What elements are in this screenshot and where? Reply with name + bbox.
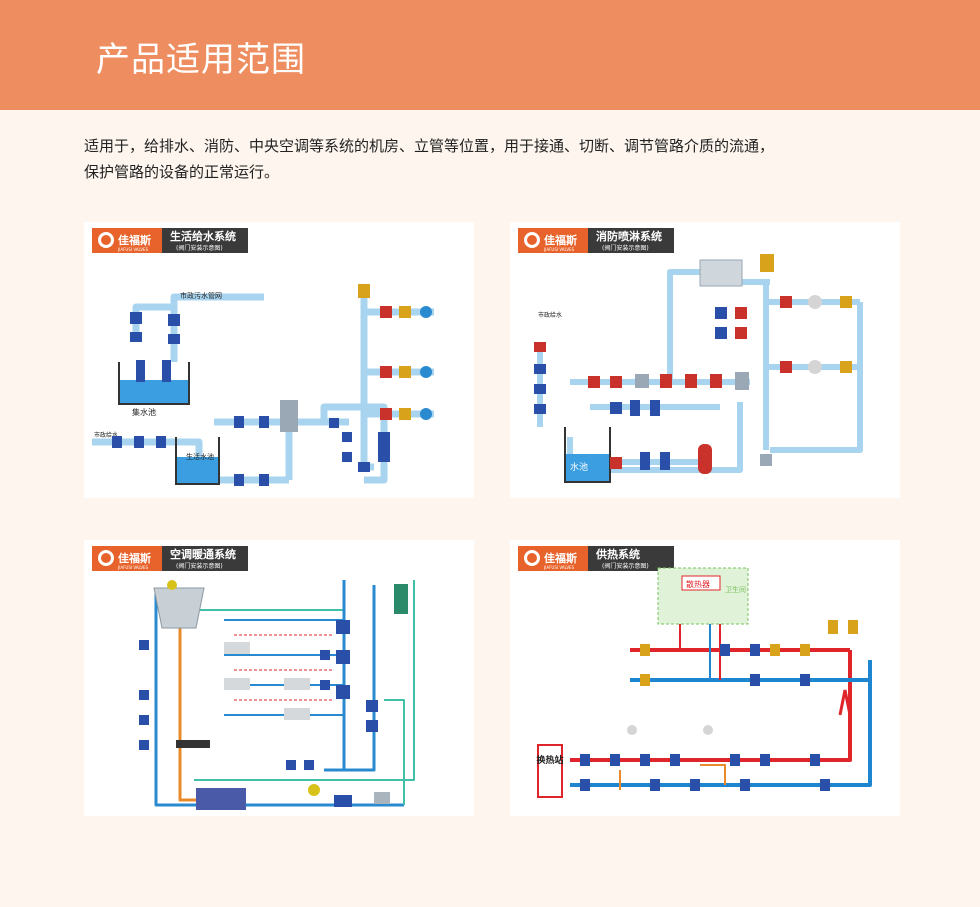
card-title: 空调暖通系统 (170, 547, 236, 561)
page-title: 产品适用范围 (96, 40, 306, 80)
card-subtitle: (阀门安装示意图) (602, 562, 649, 570)
tank-label-b: 生活水池 (186, 452, 214, 461)
logo-text: 佳福斯 (544, 551, 577, 565)
logo-text: 佳福斯 (118, 551, 151, 565)
card-title: 生活给水系统 (170, 229, 236, 243)
water-supply-diagram: 佳福斯 JIAFUSI VALVES 生活给水系统 (阀门安装示意图) 集水池 (92, 228, 434, 486)
diagram-card-hvac[interactable]: 佳福斯 JIAFUSI VALVES 空调暖通系统 (阀门安装示意图) (84, 540, 474, 816)
diagram-card-water-supply[interactable]: 佳福斯 JIAFUSI VALVES 生活给水系统 (阀门安装示意图) 集水池 (84, 222, 474, 498)
tank-label-a: 集水池 (132, 407, 156, 417)
logo-sub: JIAFUSI VALVES (117, 247, 149, 252)
card-subtitle: (阀门安装示意图) (176, 244, 223, 252)
domestic-tank: 生活水池 (175, 437, 220, 485)
equipment (153, 580, 408, 810)
fire-sprinkler-diagram: 佳福斯 JIAFUSI VALVES 消防喷淋系统 (阀门安装示意图) 水池 市… (518, 228, 863, 483)
logo-sub: JIAFUSI VALVES (117, 565, 149, 570)
pipe-net-label: 市政污水管网 (180, 291, 222, 300)
intro-text: 适用于，给排水、消防、中央空调等系统的机房、立管等位置，用于接通、切断、调节管路… (84, 133, 884, 185)
hvac-diagram: 佳福斯 JIAFUSI VALVES 空调暖通系统 (阀门安装示意图) (92, 546, 415, 810)
diagram-card-heating[interactable]: 佳福斯 JIAFUSI VALVES 供热系统 (阀门安装示意图) 散热器 卫生… (510, 540, 900, 816)
station-label: 换热站 (536, 754, 563, 766)
brand-badge: 佳福斯 JIAFUSI VALVES 供热系统 (阀门安装示意图) (518, 546, 674, 571)
valves (112, 284, 432, 486)
radiator-room: 散热器 卫生间 (657, 567, 749, 625)
side-label: 卫生间 (725, 585, 746, 594)
valves (580, 620, 858, 791)
inlet-label: 市政给水 (94, 431, 118, 439)
pipes (154, 580, 415, 807)
tank-label: 水池 (570, 461, 588, 473)
logo-sub: JIAFUSI VALVES (543, 247, 575, 252)
water-tank: 水池 (564, 427, 611, 483)
heating-diagram: 佳福斯 JIAFUSI VALVES 供热系统 (阀门安装示意图) 散热器 卫生… (518, 546, 872, 798)
valves (534, 254, 852, 474)
intro-line-1: 适用于，给排水、消防、中央空调等系统的机房、立管等位置，用于接通、切断、调节管路… (84, 137, 775, 155)
logo-sub: JIAFUSI VALVES (543, 565, 575, 570)
diagram-card-fire-sprinkler[interactable]: 佳福斯 JIAFUSI VALVES 消防喷淋系统 (阀门安装示意图) 水池 市… (510, 222, 900, 498)
card-title: 消防喷淋系统 (596, 229, 662, 243)
valves (139, 620, 378, 770)
card-subtitle: (阀门安装示意图) (176, 562, 223, 570)
inlet-label: 市政给水 (538, 311, 562, 319)
radiator-label: 散热器 (686, 579, 710, 589)
header-banner: 产品适用范围 (0, 0, 980, 110)
brand-badge: 佳福斯 JIAFUSI VALVES 生活给水系统 (阀门安装示意图) (92, 228, 248, 253)
logo-text: 佳福斯 (544, 233, 577, 247)
sump-tank: 集水池 (118, 360, 190, 417)
intro-line-2: 保护管路的设备的正常运行。 (84, 163, 280, 181)
logo-text: 佳福斯 (118, 233, 151, 247)
brand-badge: 佳福斯 JIAFUSI VALVES 空调暖通系统 (阀门安装示意图) (92, 546, 248, 571)
heat-station: 换热站 (536, 744, 564, 798)
card-title: 供热系统 (595, 547, 640, 561)
brand-badge: 佳福斯 JIAFUSI VALVES 消防喷淋系统 (阀门安装示意图) (518, 228, 674, 253)
card-subtitle: (阀门安装示意图) (602, 244, 649, 252)
